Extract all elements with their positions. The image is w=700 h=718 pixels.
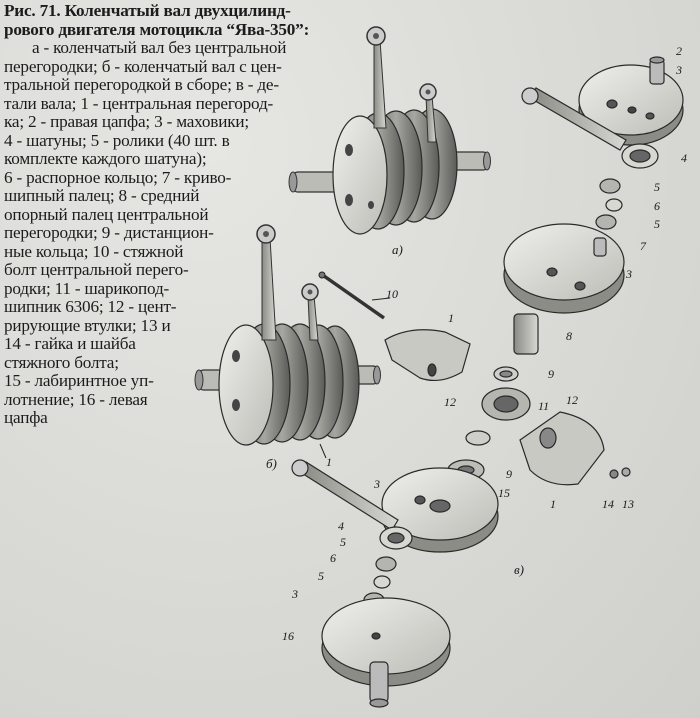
caption-line-15: шипник 6306; 12 - цент- xyxy=(4,297,177,316)
crankshaft-a: а) xyxy=(288,26,491,257)
caption-line-4: тали вала; 1 - центральная перегород- xyxy=(4,93,274,113)
caption-line-14: родки; 11 - шарикопод- xyxy=(4,278,170,298)
label-7: 7 xyxy=(640,239,647,253)
caption-line-7: комплекте каждого шатуна); xyxy=(4,149,207,168)
caption-line-19: 15 - лабиринтное уп- xyxy=(4,371,154,390)
label-1-b: 1 xyxy=(326,455,332,469)
caption-line-13: болт центральной перего- xyxy=(4,260,189,279)
label-v: в) xyxy=(514,562,524,577)
label-6-top: 6 xyxy=(654,199,660,213)
label-4-top: 4 xyxy=(681,151,687,165)
label-6-low: 6 xyxy=(330,551,336,565)
label-4-low: 4 xyxy=(338,519,344,533)
caption-line-5: ка; 2 - правая цапфа; 3 - маховики; xyxy=(4,112,249,131)
label-a: а) xyxy=(392,242,403,257)
caption-line-18: стяжного болта; xyxy=(4,352,119,372)
label-3-top: 3 xyxy=(675,63,682,77)
caption-line-1: а - коленчатый вал без центральной xyxy=(32,38,287,57)
label-3-bottom: 3 xyxy=(291,587,298,601)
caption-line-16: рирующие втулки; 13 и xyxy=(4,315,171,335)
label-5-mid: 5 xyxy=(654,217,660,231)
label-5-top: 5 xyxy=(654,180,660,194)
label-1-mid: 1 xyxy=(448,311,454,325)
label-9-low: 9 xyxy=(506,467,512,481)
label-b: б) xyxy=(266,456,277,471)
label-8: 8 xyxy=(566,329,572,343)
tie-bolt-10: 10 xyxy=(318,271,398,320)
caption-line-2: перегородки; б - коленчатый вал с цен- xyxy=(4,56,282,76)
caption-line-3: тральной перегородкой в сборе; в - де- xyxy=(4,75,279,94)
caption-line-20: лотнение; 16 - левая xyxy=(4,389,148,409)
caption-line-11: перегородки; 9 - дистанцион- xyxy=(4,223,214,242)
label-10: 10 xyxy=(386,287,398,301)
label-13: 13 xyxy=(622,497,634,511)
caption-line-21: цапфа xyxy=(4,408,48,427)
caption-line-9: шипный палец; 8 - средний xyxy=(4,186,200,205)
caption-title-line-2: рового двигателя мотоцикла “Ява-350”: xyxy=(4,19,310,39)
label-2: 2 xyxy=(676,44,682,58)
exploded-parts-v: 2 3 4 5 6 5 7 3 1 12 xyxy=(282,44,687,708)
label-15: 15 xyxy=(498,486,510,500)
caption-line-8: 6 - распорное кольцо; 7 - криво- xyxy=(4,167,232,187)
crankshaft-b: 1 б) xyxy=(194,224,381,471)
caption-line-12: ные кольца; 10 - стяжной xyxy=(4,241,184,261)
figure-caption: Рис. 71. Коленчатый вал двухцилинд- рово… xyxy=(4,1,346,428)
label-14: 14 xyxy=(602,497,614,511)
label-9-top: 9 xyxy=(548,367,554,381)
label-12-left: 12 xyxy=(444,395,456,409)
caption-line-10: опорный палец центральной xyxy=(4,204,209,224)
label-1-low: 1 xyxy=(550,497,556,511)
caption-line-17: 14 - гайка и шайба xyxy=(4,334,136,353)
label-3-mid: 3 xyxy=(625,267,632,281)
label-5-low2: 5 xyxy=(318,569,324,583)
caption-title-line-1: Рис. 71. Коленчатый вал двухцилинд- xyxy=(4,1,291,20)
caption-line-6: 4 - шатуны; 5 - ролики (40 шт. в xyxy=(4,130,230,150)
label-3-low: 3 xyxy=(373,477,380,491)
label-16: 16 xyxy=(282,629,294,643)
label-11: 11 xyxy=(538,399,549,413)
label-12-right: 12 xyxy=(566,393,578,407)
label-5-low1: 5 xyxy=(340,535,346,549)
